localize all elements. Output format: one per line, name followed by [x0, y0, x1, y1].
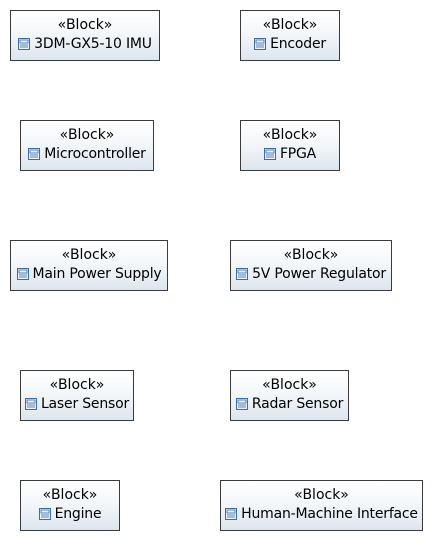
- block-name-row: Engine: [21, 506, 119, 522]
- block-stereotype: «Block»: [262, 127, 318, 143]
- block-stereotype: «Block»: [294, 487, 349, 503]
- block-stereotype: «Block»: [49, 377, 105, 393]
- block-radar-sensor[interactable]: «Block» Radar Sensor: [230, 370, 349, 421]
- block-name-row: Microcontroller: [21, 146, 153, 162]
- block-stereotype: «Block»: [59, 127, 115, 143]
- block-name: 5V Power Regulator: [252, 266, 386, 282]
- block-icon: [235, 398, 248, 410]
- block-main-power-supply[interactable]: «Block» Main Power Supply: [10, 240, 168, 291]
- block-icon: [18, 38, 31, 50]
- block-name: Microcontroller: [44, 146, 146, 162]
- block-stereotype: «Block»: [262, 17, 318, 33]
- block-human-machine-interface[interactable]: «Block» Human-Machine Interface: [220, 480, 423, 531]
- block-name: Engine: [54, 506, 102, 522]
- block-name: FPGA: [279, 146, 317, 162]
- block-name: Laser Sensor: [40, 396, 130, 412]
- block-name-row: 3DM-GX5-10 IMU: [11, 36, 159, 52]
- block-icon: [225, 508, 238, 520]
- block-engine[interactable]: «Block» Engine: [20, 480, 120, 531]
- block-icon: [236, 268, 249, 280]
- block-stereotype: «Block»: [283, 247, 339, 263]
- block-name: Encoder: [270, 36, 326, 52]
- block-fpga[interactable]: «Block» FPGA: [240, 120, 340, 171]
- block-name-row: Laser Sensor: [21, 396, 133, 412]
- block-icon: [263, 148, 276, 160]
- block-icon: [28, 148, 41, 160]
- block-name-row: Main Power Supply: [11, 266, 167, 282]
- block-5v-power-regulator[interactable]: «Block» 5V Power Regulator: [230, 240, 392, 291]
- block-laser-sensor[interactable]: «Block» Laser Sensor: [20, 370, 134, 421]
- block-icon: [16, 268, 29, 280]
- block-stereotype: «Block»: [262, 377, 317, 393]
- block-name-row: FPGA: [241, 146, 339, 162]
- block-stereotype: «Block»: [42, 487, 98, 503]
- block-name-row: 5V Power Regulator: [231, 266, 391, 282]
- block-stereotype: «Block»: [57, 17, 113, 33]
- block-icon: [24, 398, 37, 410]
- block-name-row: Radar Sensor: [231, 396, 348, 412]
- block-imu[interactable]: «Block» 3DM-GX5-10 IMU: [10, 10, 160, 61]
- block-name: 3DM-GX5-10 IMU: [34, 36, 152, 52]
- block-name-row: Human-Machine Interface: [221, 506, 422, 522]
- block-icon: [38, 508, 51, 520]
- block-name: Human-Machine Interface: [241, 506, 418, 522]
- block-icon: [254, 38, 267, 50]
- block-name: Radar Sensor: [251, 396, 344, 412]
- block-stereotype: «Block»: [61, 247, 117, 263]
- block-name-row: Encoder: [241, 36, 339, 52]
- block-encoder[interactable]: «Block» Encoder: [240, 10, 340, 61]
- block-name: Main Power Supply: [32, 266, 162, 282]
- block-microcontroller[interactable]: «Block» Microcontroller: [20, 120, 154, 171]
